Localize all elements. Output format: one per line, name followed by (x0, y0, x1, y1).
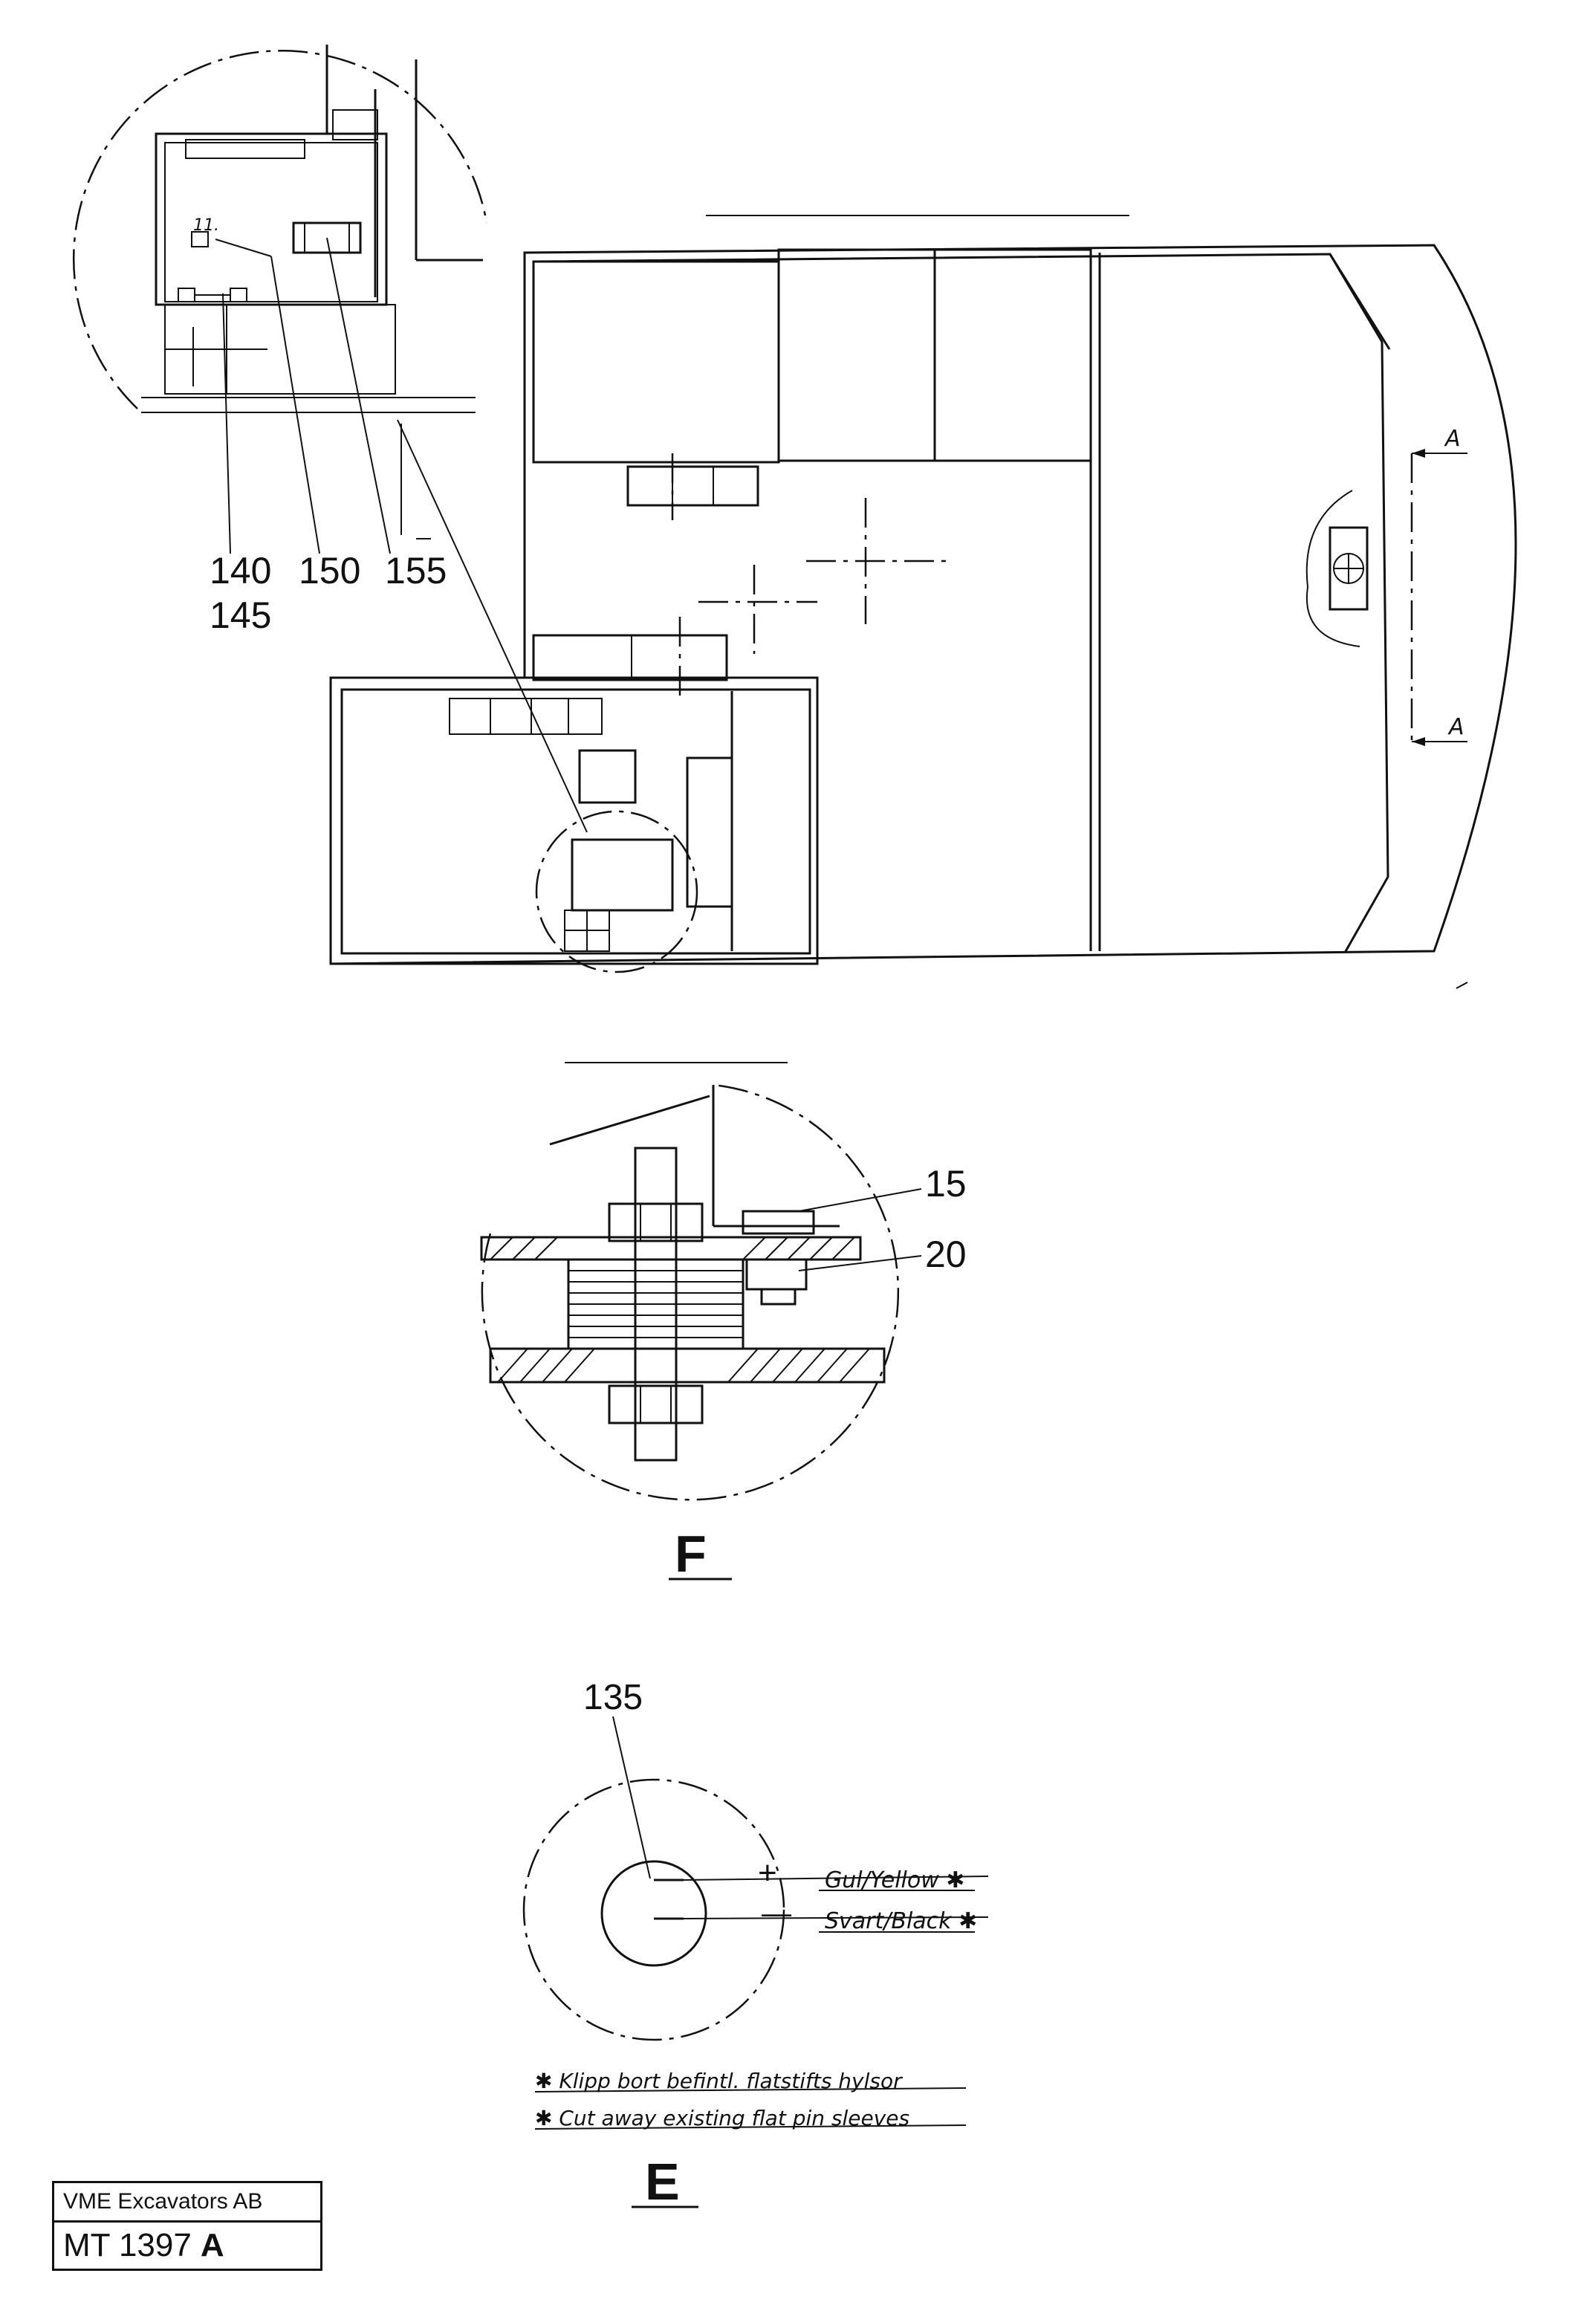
detail-circle-top (72, 45, 488, 554)
wire-label-yellow: Gul/Yellow ✱ (825, 1867, 964, 1893)
view-label-e: E (645, 2153, 680, 2211)
note-swedish: ✱ Klipp bort befintl. flatstifts hylsor (535, 2069, 903, 2093)
main-plan-view (329, 215, 1517, 989)
wire-plus-symbol: + (758, 1855, 777, 1891)
detail-view-f (480, 1062, 922, 1581)
note-english: ✱ Cut away existing flat pin sleeves (535, 2106, 909, 2130)
view-label-f: F (675, 1525, 707, 1583)
revision-letter: A (200, 2227, 224, 2263)
callout-155: 155 (385, 550, 447, 591)
section-marker-a-bottom: A (1447, 714, 1464, 740)
wire-label-black: Svart/Black ✱ (825, 1908, 977, 1934)
detail-view-e (522, 1716, 989, 2208)
callout-20: 20 (925, 1234, 967, 1275)
callout-11: 11. (193, 216, 219, 235)
callout-15: 15 (925, 1163, 967, 1205)
detail-leader-line (397, 419, 588, 833)
wire-minus-symbol: — (762, 1897, 791, 1930)
callout-150: 150 (299, 550, 360, 591)
callout-145: 145 (210, 594, 271, 636)
drawing-number: MT 1397 (63, 2227, 192, 2263)
section-marker-a-top: A (1444, 426, 1461, 452)
callout-140: 140 (210, 550, 271, 591)
company-name: VME Excavators AB (54, 2183, 320, 2223)
callout-135: 135 (583, 1678, 643, 1717)
